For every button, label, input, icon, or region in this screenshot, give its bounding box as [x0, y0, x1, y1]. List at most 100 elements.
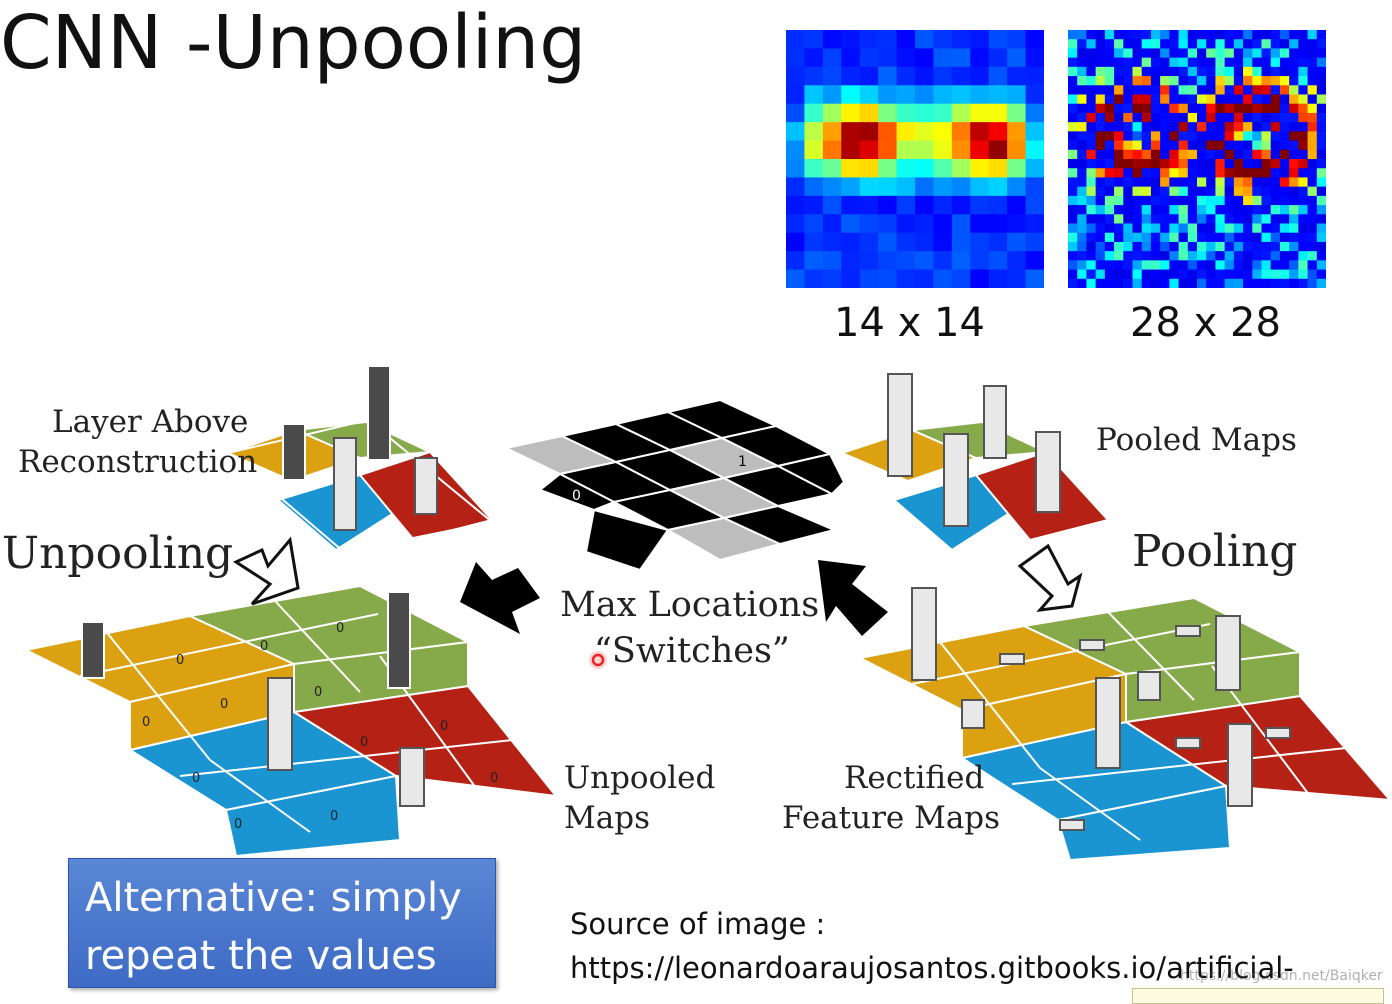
heatmap-cell: [1243, 251, 1253, 261]
heatmap-cell: [1224, 112, 1235, 123]
heatmap-cell: [1169, 168, 1180, 178]
heatmap-cell: [1068, 39, 1078, 49]
heatmap-cell: [1150, 214, 1161, 224]
heatmap-cell: [1307, 39, 1318, 49]
heatmap-cell: [1077, 269, 1087, 280]
heatmap-cell: [1270, 260, 1281, 271]
heatmap-cell: [970, 177, 990, 197]
heatmap-cell: [1178, 195, 1189, 206]
heatmap-cell: [1086, 122, 1097, 132]
heatmap-cell: [1068, 140, 1078, 151]
heatmap-cell: [1243, 168, 1253, 178]
heatmap-cell: [1289, 260, 1299, 271]
heatmap-cell: [951, 177, 971, 197]
heatmap-cell: [1025, 85, 1044, 105]
heatmap-cell: [859, 159, 879, 178]
heatmap-cell: [786, 177, 805, 197]
heatmap-cell: [1206, 278, 1216, 288]
zero-label: 0: [490, 771, 498, 786]
heatmap-cell: [1169, 30, 1180, 40]
heatmap-cell: [1068, 278, 1078, 288]
heatmap-cell: [915, 140, 934, 160]
heatmap-cell: [859, 232, 879, 252]
heatmap-cell: [970, 30, 990, 49]
heatmap-cell: [1086, 214, 1097, 224]
heatmap-cell: [1068, 94, 1078, 105]
heatmap-cell: [1141, 39, 1152, 49]
heatmap-cell: [1141, 122, 1152, 132]
heatmap-cell: [1197, 131, 1207, 142]
heatmap-cell: [1206, 85, 1216, 95]
pool-up-arrow-icon: [1017, 543, 1083, 612]
heatmap-cell: [1215, 168, 1226, 178]
heatmap-cell: [1114, 232, 1124, 243]
heatmap-cell: [1160, 39, 1170, 49]
heatmap-cell: [1132, 131, 1143, 142]
heatmap-cell: [1270, 57, 1281, 68]
heatmap-cell: [1095, 30, 1106, 40]
heatmap-cell: [804, 195, 824, 215]
heatmap-cell: [1298, 186, 1309, 197]
heatmap-cell: [1068, 66, 1078, 77]
heatmap-cell: [1215, 269, 1226, 280]
heatmap-cell: [1025, 251, 1044, 271]
heatmap-cell: [878, 103, 898, 123]
bar-dark: [367, 365, 391, 461]
heatmap-cell: [988, 85, 1008, 105]
heatmap-cell: [1224, 66, 1235, 77]
heatmap-cell: [1252, 131, 1262, 142]
heatmap-cell: [1233, 76, 1244, 86]
heatmap-cell: [1114, 103, 1124, 114]
heatmap-cell: [804, 159, 824, 178]
heatmap-cell: [933, 122, 953, 142]
heatmap-cell: [915, 177, 934, 197]
heatmap-cell: [1298, 112, 1309, 123]
heatmap-cell: [1086, 223, 1097, 234]
heatmap-cell: [1150, 195, 1161, 206]
heatmap-cell: [1224, 39, 1235, 49]
heatmap-cell: [1104, 30, 1115, 40]
heatmap-cell: [1206, 48, 1216, 59]
heatmap-cell: [1298, 149, 1309, 160]
heatmap-cell: [1270, 269, 1281, 280]
heatmap-cell: [1215, 39, 1226, 49]
heatmap-cell: [1197, 251, 1207, 261]
heatmap-cell: [1298, 94, 1309, 105]
watermark: https://blog.csdn.net/Baiqker: [1180, 968, 1383, 984]
heatmap-cell: [970, 159, 990, 178]
heatmap-cell: [988, 48, 1008, 68]
heatmap-cell: [1197, 186, 1207, 197]
heatmap-cell: [1160, 168, 1170, 178]
heatmap-cell: [1169, 140, 1180, 151]
heatmap-cell: [1150, 251, 1161, 261]
heatmap-cell: [1197, 195, 1207, 206]
heatmap-cell: [1077, 168, 1087, 178]
heatmap-cell: [1141, 186, 1152, 197]
heatmap-cell: [1289, 269, 1299, 280]
bar-light: [267, 677, 293, 771]
heatmap-cell: [1150, 94, 1161, 105]
heatmap-cell: [1178, 122, 1189, 132]
heatmap-cell: [1197, 122, 1207, 132]
heatmap-cell: [1077, 140, 1087, 151]
heatmap-cell: [1178, 186, 1189, 197]
heatmap-cell: [1160, 30, 1170, 40]
heatmap-cell: [1289, 66, 1299, 77]
source-url[interactable]: https://leonardoaraujosantos.gitbooks.io…: [570, 951, 1294, 985]
heatmap-cell: [1086, 103, 1097, 114]
heatmap-cell: [1077, 186, 1087, 197]
heatmap-cell: [1169, 131, 1180, 142]
max-locations-label: Max Locations: [560, 585, 819, 625]
heatmap-cell: [1114, 76, 1124, 86]
heatmap-cell: [1289, 278, 1299, 288]
heatmap-cell: [951, 103, 971, 123]
heatmap-cell: [1169, 112, 1180, 123]
heatmap-cell: [1252, 76, 1262, 86]
heatmap-cell: [1086, 94, 1097, 105]
heatmap-cell: [1095, 94, 1106, 105]
heatmap-cell: [859, 66, 879, 86]
heatmap-cell: [1270, 205, 1281, 215]
heatmap-cell: [1178, 241, 1189, 252]
heatmap-cell: [1007, 269, 1027, 288]
heatmap-cell: [1141, 241, 1152, 252]
